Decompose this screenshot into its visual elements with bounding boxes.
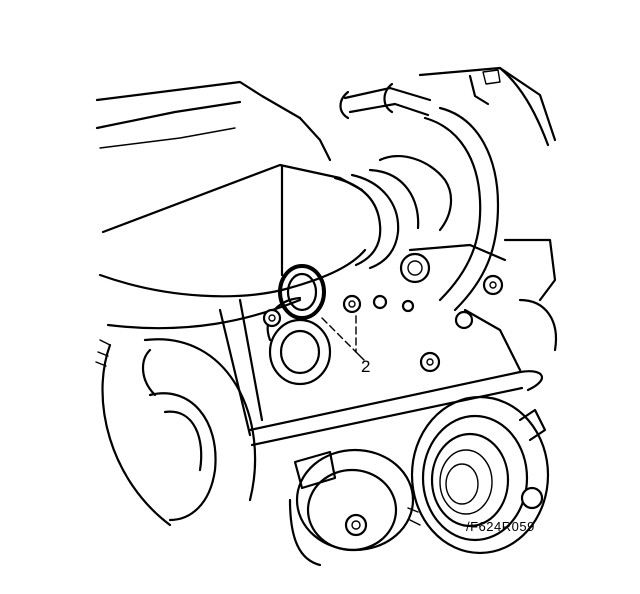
bolts — [262, 252, 504, 537]
upper-right-block — [418, 66, 558, 352]
housing-plate — [218, 116, 522, 437]
callout-label-2: 2 — [361, 357, 371, 376]
figure-reference: /F624R059 — [466, 519, 535, 534]
tensioner-pulley — [288, 448, 415, 567]
coolant-pipe — [339, 82, 500, 312]
left-pulley — [95, 338, 257, 527]
hose-clamp — [333, 155, 453, 270]
callout-leader — [321, 315, 365, 361]
right-pulley — [407, 395, 550, 555]
